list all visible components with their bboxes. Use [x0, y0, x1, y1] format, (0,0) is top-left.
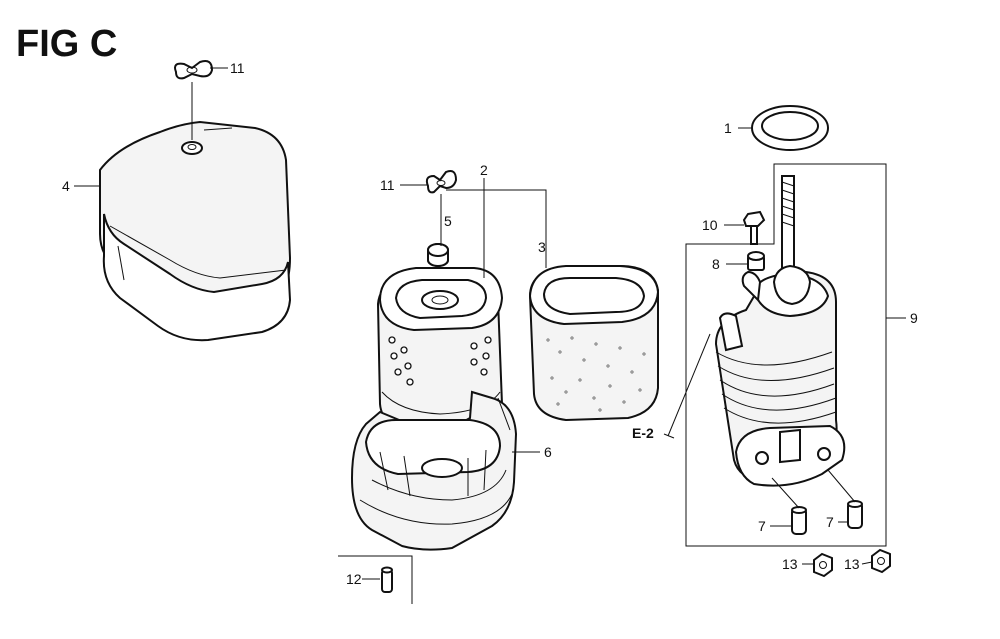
callout-3: 3	[538, 239, 546, 255]
part-small-pin	[381, 566, 393, 593]
callout-11-top: 11	[230, 60, 245, 76]
part-grommet	[427, 243, 449, 267]
leader-lines	[74, 67, 906, 604]
part-foam-filter	[528, 264, 660, 422]
callout-7-right: 7	[826, 514, 834, 530]
callout-8: 8	[712, 256, 720, 272]
callout-4: 4	[62, 178, 70, 194]
callout-2: 2	[480, 162, 488, 178]
callout-13-left: 13	[782, 556, 798, 572]
callout-13-right: 13	[844, 556, 860, 572]
part-elbow-base	[714, 175, 846, 487]
figure-title: FIG C	[16, 23, 117, 65]
callout-10: 10	[702, 217, 718, 233]
callout-6: 6	[544, 444, 552, 460]
part-nut-right	[871, 548, 891, 574]
callout-9: 9	[910, 310, 918, 326]
callout-5: 5	[444, 213, 452, 229]
part-dowel-right	[847, 500, 863, 529]
callout-1: 1	[724, 120, 732, 136]
callout-7-left: 7	[758, 518, 766, 534]
part-dowel-left	[791, 506, 807, 535]
part-air-cleaner-cover	[99, 120, 292, 342]
part-nut-left	[813, 552, 833, 578]
part-wing-nut-top	[174, 60, 214, 80]
callout-11-middle: 11	[380, 177, 395, 193]
callout-12: 12	[346, 571, 362, 587]
part-bolt	[742, 210, 766, 245]
part-wing-nut-middle	[425, 170, 458, 194]
callout-labels: 11 4 11 2 5 3 6 12 1 10 8 9 7 7 13 13 E-…	[62, 60, 918, 587]
part-air-cleaner-case	[350, 390, 518, 551]
reference-label-e2: E-2	[632, 425, 654, 441]
part-collar	[747, 251, 765, 271]
part-o-ring	[751, 105, 829, 151]
